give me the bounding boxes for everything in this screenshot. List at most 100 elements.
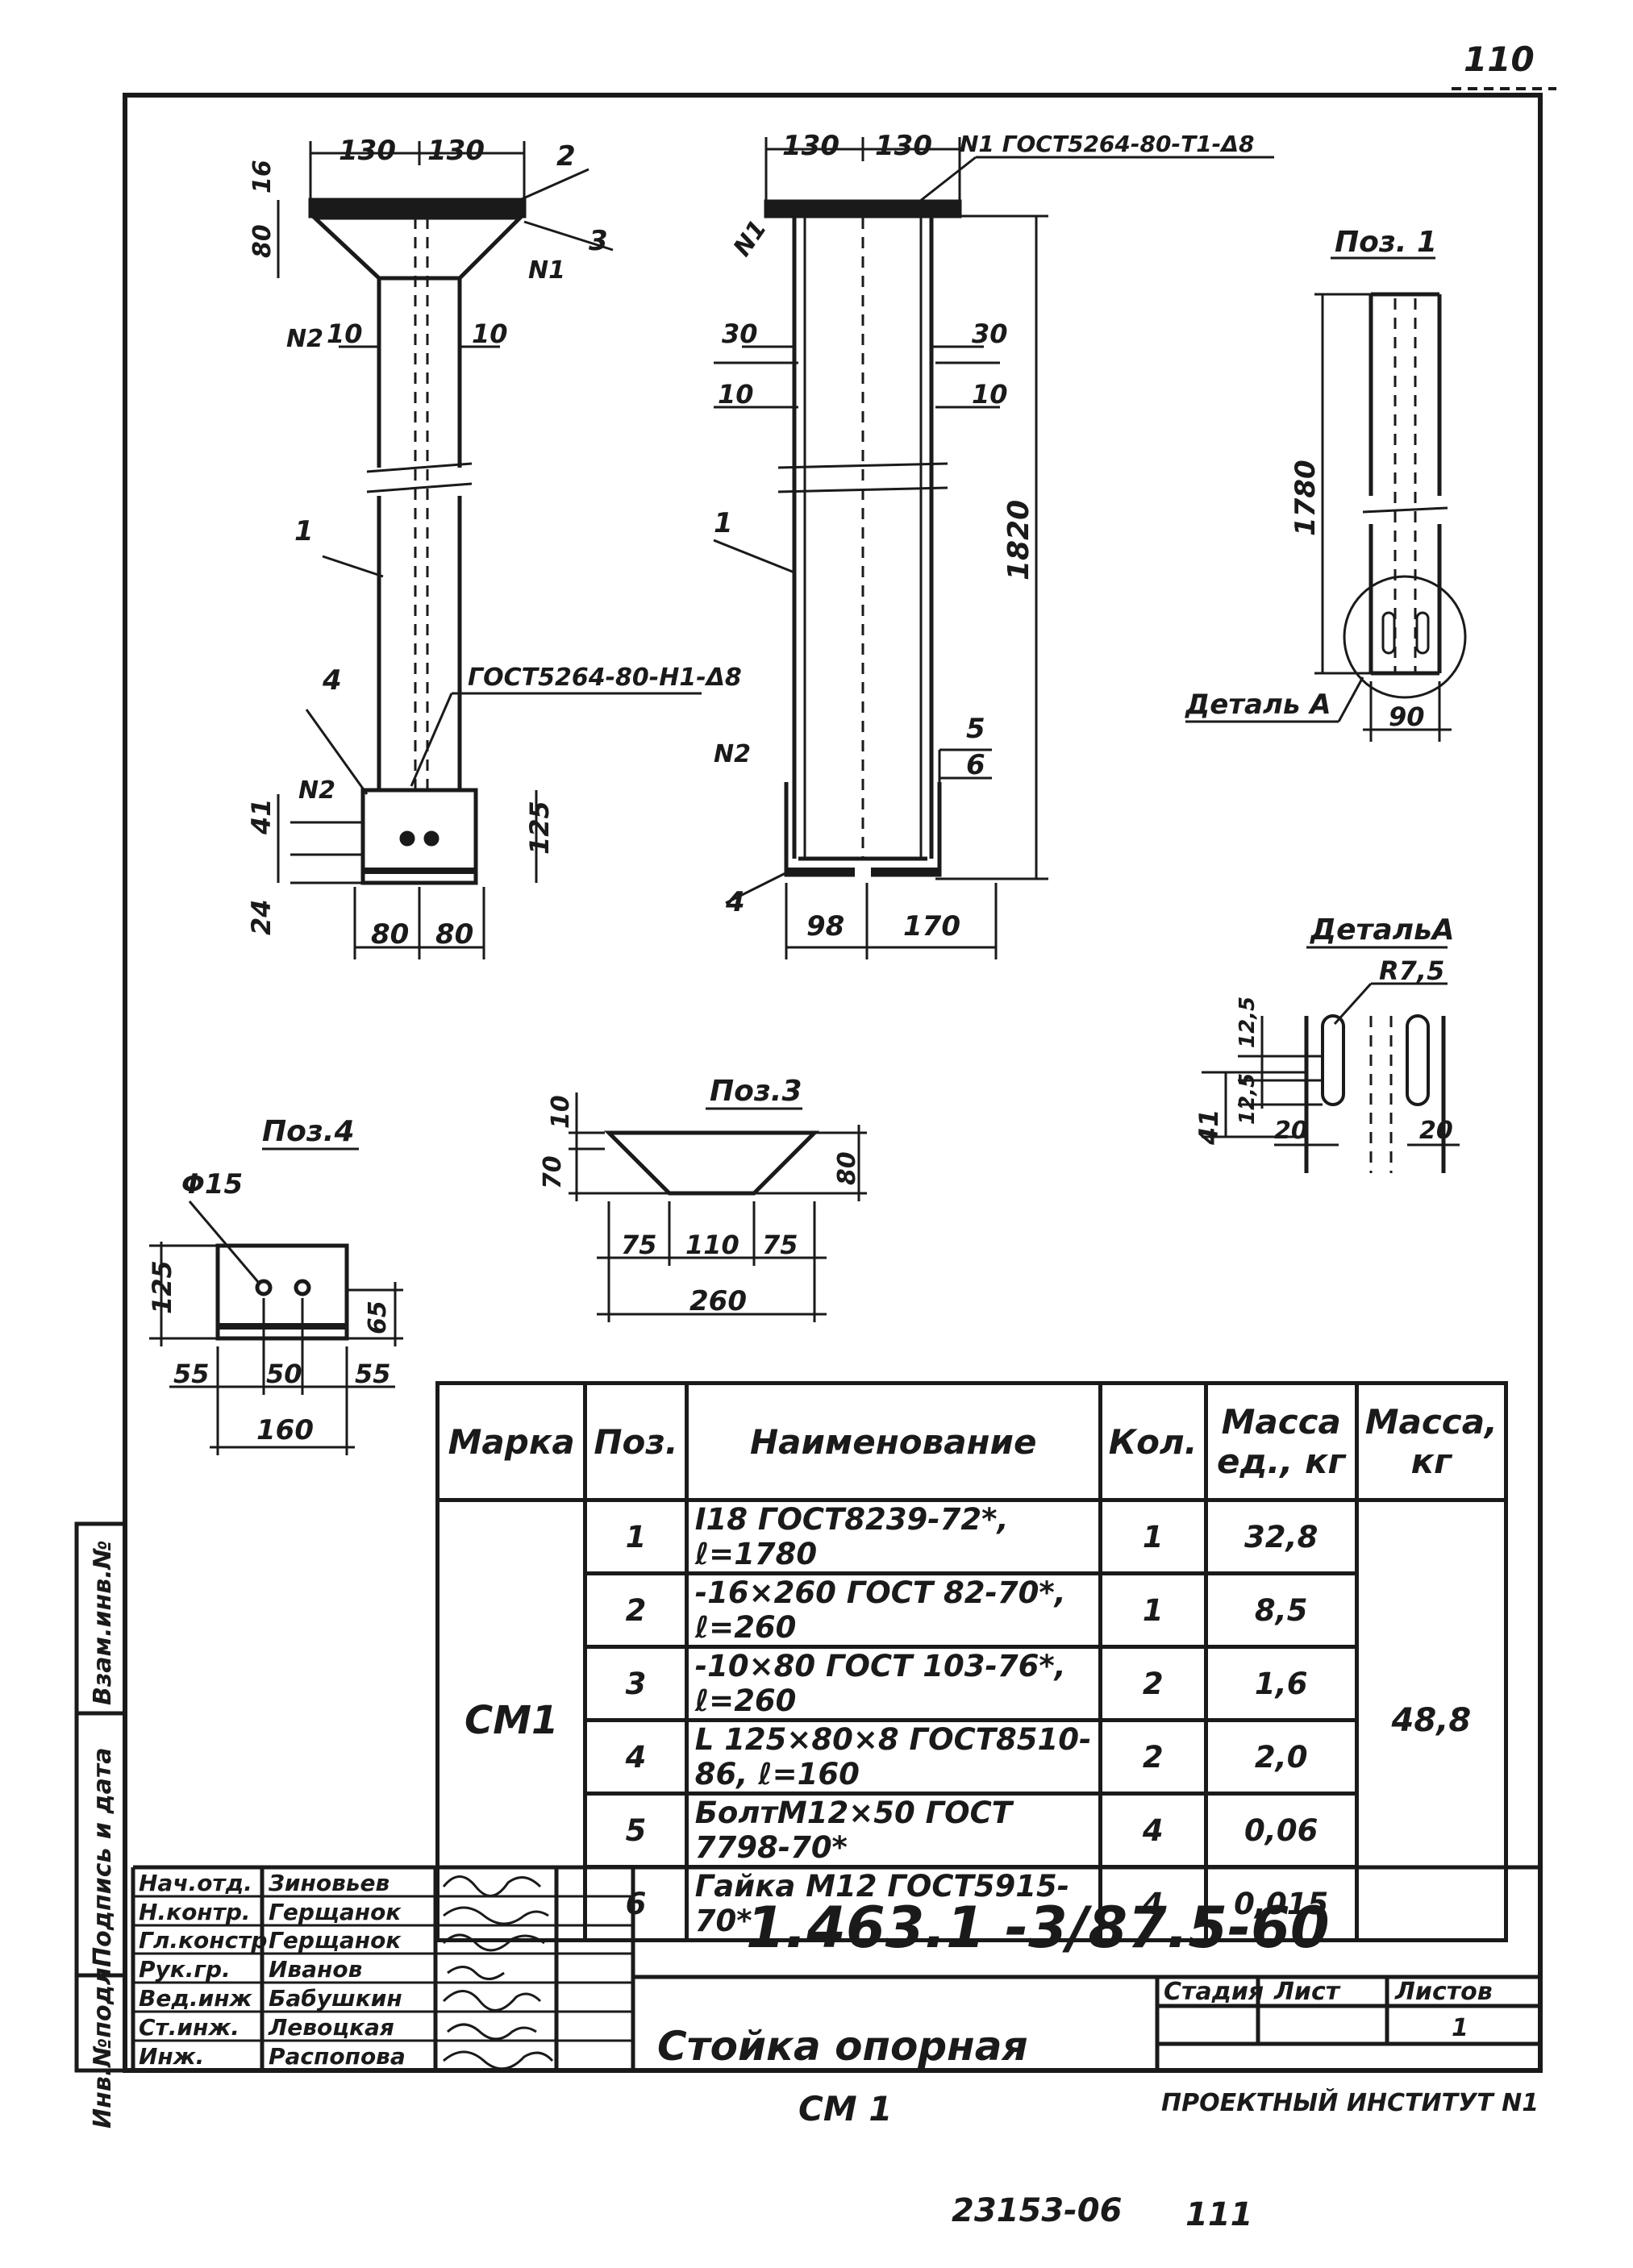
side-view [277, 141, 702, 959]
poz4-total: 160 [256, 1414, 314, 1446]
poz3-h70: 70 [539, 1155, 567, 1189]
front-dim-130a: 130 [782, 130, 839, 162]
poz3-w75a: 75 [621, 1230, 657, 1260]
table-row: 4 L 125×80×8 ГОСТ8510-86, ℓ=160 2 2,0 [438, 1718, 1506, 1796]
callout-6: 6 [966, 749, 985, 781]
detail-a-view [1202, 946, 1460, 1173]
detail-a-radius: R7,5 [1379, 955, 1444, 986]
table-row: 2 -16×260 ГОСТ 82-70*, ℓ=260 1 8,5 [438, 1571, 1506, 1649]
pos-cell: 6 [583, 1865, 689, 1942]
poz3-h10: 10 [547, 1095, 575, 1129]
role-3: Рук.гр. [139, 1956, 231, 1983]
mass-cell: 8,5 [1203, 1571, 1359, 1649]
qty-cell: 1 [1098, 1498, 1208, 1575]
total-mass-cell: 48,8 [1354, 1498, 1509, 1942]
specification-table: Марка Поз. Наименование Кол. Масса ед., … [435, 1381, 1509, 1942]
poz4-h65: 65 [364, 1300, 392, 1334]
header-qty: Кол. [1098, 1381, 1208, 1502]
mass-cell: 0,015 [1203, 1865, 1359, 1942]
person-0: Зиновьев [268, 1870, 390, 1896]
person-1: Герщанок [269, 1899, 402, 1925]
pos-cell: 3 [583, 1645, 689, 1722]
header-name: Наименование [684, 1381, 1102, 1502]
name-cell: I18 ГОСТ8239-72*, ℓ=1780 [684, 1498, 1102, 1575]
callout-4-side: 4 [322, 664, 342, 697]
front-dim-170: 170 [903, 910, 960, 943]
poz4-h125: 125 [147, 1260, 177, 1314]
table-row: 3 -10×80 ГОСТ 103-76*, ℓ=260 2 1,6 [438, 1645, 1506, 1722]
name-cell: -16×260 ГОСТ 82-70*, ℓ=260 [684, 1571, 1102, 1649]
qty-cell: 1 [1098, 1571, 1208, 1649]
mass-cell: 0,06 [1203, 1792, 1359, 1869]
poz4-hole: Φ15 [181, 1168, 243, 1201]
mass-cell: 1,6 [1203, 1645, 1359, 1722]
side-weld-gost: ГОСТ5264-80-Н1-Δ8 [468, 664, 742, 692]
poz3-w75b: 75 [762, 1230, 798, 1260]
side-dim-10b: 10 [472, 318, 508, 349]
callout-1-front: 1 [714, 507, 733, 539]
detail-a-20a: 20 [1274, 1117, 1308, 1145]
name-cell: БолтМ12×50 ГОСТ 7798-70* [684, 1792, 1102, 1869]
side-dim-80: 80 [248, 224, 277, 258]
side-dim-80b: 80 [435, 918, 473, 951]
front-dim-10a: 10 [718, 379, 754, 410]
qty-cell: 2 [1098, 1645, 1208, 1722]
name-cell: -10×80 ГОСТ 103-76*, ℓ=260 [684, 1645, 1102, 1722]
organization: ПРОЕКТНЫЙ ИНСТИТУТ N1 [1161, 2088, 1539, 2117]
stamp-inv-original: Инв.№подл. [89, 1958, 117, 2129]
pos-cell: 4 [583, 1718, 689, 1796]
poz3-w110: 110 [685, 1230, 739, 1260]
header-mass-unit: Масса ед., кг [1203, 1381, 1359, 1502]
front-dim-1820: 1820 [1002, 500, 1035, 581]
callout-2: 2 [556, 140, 576, 173]
header-mass: Масса, кг [1354, 1381, 1509, 1502]
sheet-label: Лист [1273, 1978, 1341, 2006]
front-dim-30a: 30 [722, 318, 758, 349]
detail-a-12-5a: 12,5 [1235, 997, 1260, 1048]
front-weld-n2: N2 [714, 740, 751, 768]
front-dim-10b: 10 [972, 379, 1008, 410]
person-5: Левоцкая [268, 2014, 394, 2041]
callout-1-side: 1 [294, 515, 314, 547]
sheet-value: 1 [1452, 2014, 1468, 2042]
role-1: Н.контр. [139, 1899, 251, 1925]
qty-cell: 4 [1098, 1865, 1208, 1942]
table-row: 5 БолтМ12×50 ГОСТ 7798-70* 4 0,06 [438, 1792, 1506, 1869]
side-dim-125: 125 [524, 801, 555, 855]
table-row: 6 Гайка М12 ГОСТ5915-70* 4 0,015 [438, 1865, 1506, 1942]
archive-number: 23153-06 [952, 2192, 1122, 2229]
pos-cell: 2 [583, 1571, 689, 1649]
front-gost-top: N1 ГОСТ5264-80-Т1-Δ8 [960, 131, 1254, 157]
front-weld-n1: N1 [728, 215, 773, 262]
side-dim-80a: 80 [371, 918, 409, 951]
side-dim-10a: 10 [327, 318, 363, 349]
poz4-title: Поз.4 [262, 1115, 355, 1148]
side-dim-130a: 130 [339, 135, 396, 167]
qty-cell: 4 [1098, 1792, 1208, 1869]
mass-cell: 32,8 [1203, 1498, 1359, 1575]
poz4-view [149, 1147, 403, 1455]
front-dim-130b: 130 [875, 130, 932, 162]
side-stamp: Взам.инв.№ Подпись и дата Инв.№подл. [74, 1521, 127, 2129]
person-6: Распопова [269, 2043, 406, 2070]
header-pos: Поз. [583, 1381, 689, 1502]
detail-a-41: 41 [1194, 1109, 1224, 1146]
sheets-label: Листов [1394, 1978, 1493, 2006]
poz3-total: 260 [689, 1285, 747, 1317]
poz1-length: 1780 [1289, 460, 1322, 536]
page-number: 110 [1464, 40, 1535, 79]
side-dim-24: 24 [246, 899, 277, 935]
poz4-w55b: 55 [355, 1359, 391, 1389]
sheet-number-footer: 111 [1185, 2196, 1253, 2233]
callout-4-front: 4 [725, 886, 745, 918]
poz3-h80: 80 [833, 1151, 861, 1185]
role-5: Ст.инж. [139, 2014, 240, 2041]
poz4-w55a: 55 [173, 1359, 210, 1389]
side-weld-n1: N1 [528, 256, 565, 285]
side-dim-16: 16 [248, 160, 277, 194]
pos-cell: 5 [583, 1792, 689, 1869]
poz1-view [1185, 256, 1467, 742]
stage-label: Стадия [1164, 1978, 1264, 2006]
person-3: Иванов [269, 1956, 362, 1983]
